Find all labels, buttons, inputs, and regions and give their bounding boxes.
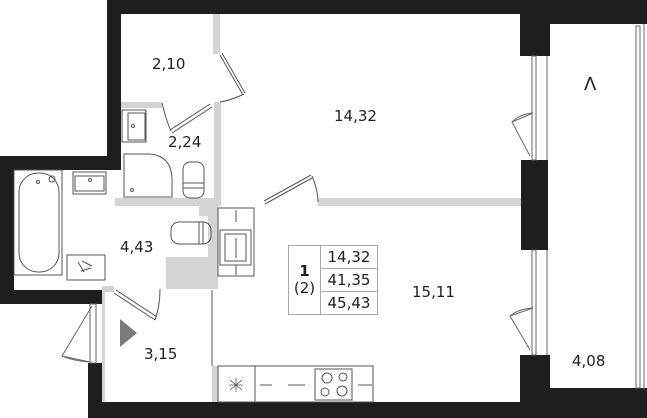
rooms-count-sub: (2) xyxy=(293,279,316,297)
room-area-hall-closet: 2,10 xyxy=(152,55,186,73)
inner-walls xyxy=(102,14,524,402)
doors xyxy=(113,52,319,321)
area-values: 14,32 41,35 45,43 xyxy=(321,246,377,314)
apartment-summary-table: 1 (2) 14,32 41,35 45,43 xyxy=(288,245,378,315)
total-with-balcony: 45,43 xyxy=(321,291,377,314)
rooms-count: 1 xyxy=(299,261,310,280)
windows xyxy=(61,24,645,390)
room-area-entrance-hall: 3,15 xyxy=(144,345,178,363)
room-area-balcony: 4,08 xyxy=(572,352,606,370)
balcony-marker: Λ xyxy=(584,74,597,95)
room-area-bathroom-main: 4,43 xyxy=(120,238,154,256)
room-area-kitchen-living: 15,11 xyxy=(412,283,455,301)
total-area: 41,35 xyxy=(321,268,377,291)
rooms-count-cell: 1 (2) xyxy=(289,246,321,314)
room-area-bedroom: 14,32 xyxy=(334,107,377,125)
living-area: 14,32 xyxy=(327,248,371,266)
room-area-bathroom-small: 2,24 xyxy=(168,133,202,151)
entry-arrow-icon xyxy=(120,319,137,347)
fixtures xyxy=(13,109,374,403)
